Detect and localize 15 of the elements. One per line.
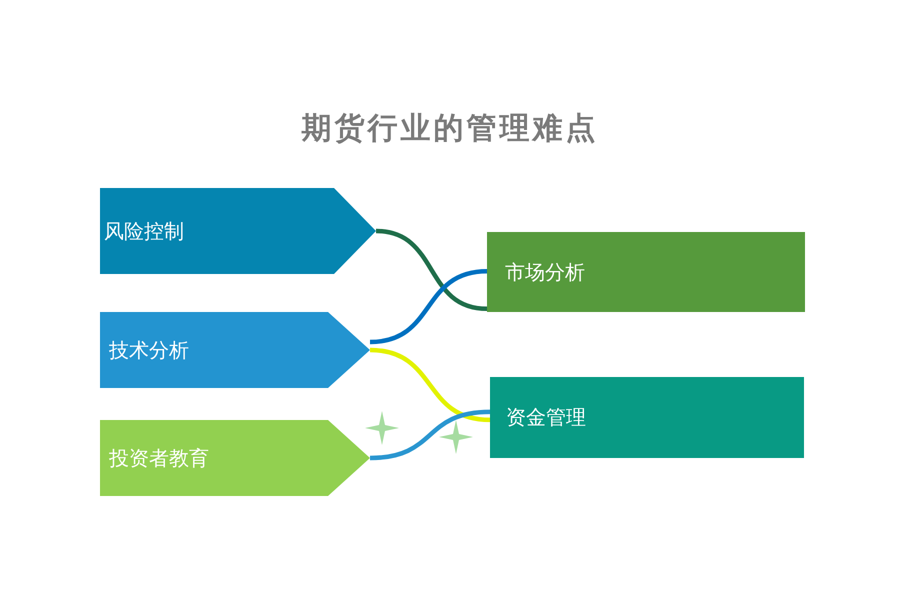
connector-line bbox=[370, 268, 488, 344]
process-box bbox=[490, 377, 804, 458]
arrow-tag bbox=[100, 312, 370, 388]
node-label: 投资者教育 bbox=[109, 444, 209, 472]
connector-line bbox=[370, 348, 490, 422]
connector-line bbox=[370, 410, 490, 460]
process-box bbox=[487, 232, 805, 312]
node-label: 风险控制 bbox=[104, 218, 184, 244]
arrow-tag bbox=[100, 188, 376, 274]
title: 期货行业的管理难点 bbox=[302, 111, 598, 146]
node-label: 资金管理 bbox=[506, 404, 586, 431]
arrow-tag bbox=[100, 420, 370, 496]
connector-line bbox=[376, 228, 488, 312]
node-label: 市场分析 bbox=[505, 258, 585, 286]
node-label: 技术分析 bbox=[109, 336, 189, 364]
